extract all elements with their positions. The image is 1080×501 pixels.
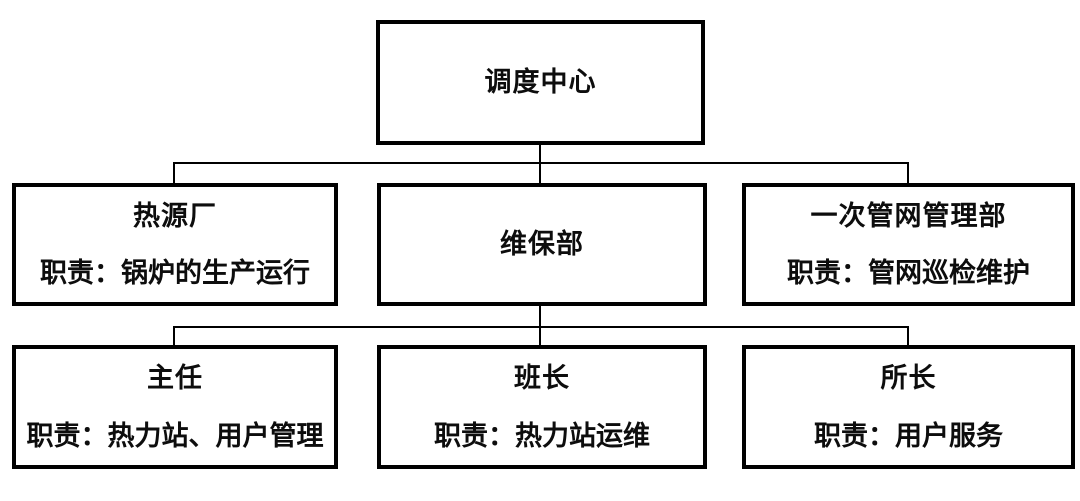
org-node-duty: 职责：管网巡检维护	[787, 258, 1030, 289]
connector-weibaobu-vertical	[539, 306, 541, 345]
org-node-dispatch-center: 调度中心	[376, 20, 705, 145]
org-node-primary-network-dept: 一次管网管理部 职责：管网巡检维护	[742, 183, 1075, 306]
connector-level2-horizontal	[173, 162, 909, 164]
connector-level3-horizontal	[173, 326, 909, 328]
org-node-director: 主任 职责：热力站、用户管理	[12, 345, 338, 469]
org-node-title: 维保部	[500, 228, 584, 259]
org-node-title: 所长	[880, 363, 937, 393]
org-node-title: 调度中心	[484, 66, 597, 97]
org-node-title: 一次管网管理部	[810, 201, 1007, 231]
org-node-heat-source-plant: 热源厂 职责：锅炉的生产运行	[12, 183, 338, 306]
org-node-title: 班长	[514, 363, 570, 393]
org-node-duty: 职责：热力站、用户管理	[26, 421, 324, 452]
connector-level2-left-drop	[173, 162, 175, 183]
org-node-station-chief: 所长 职责：用户服务	[742, 345, 1075, 469]
connector-root-vertical	[539, 145, 541, 183]
org-node-duty: 职责：用户服务	[814, 421, 1003, 452]
org-node-title: 热源厂	[133, 201, 217, 231]
org-node-maintenance-dept: 维保部	[377, 183, 707, 306]
connector-level3-left-drop	[173, 326, 175, 345]
connector-level3-right-drop	[907, 326, 909, 345]
org-node-duty: 职责：热力站运维	[434, 421, 650, 452]
org-node-team-leader: 班长 职责：热力站运维	[377, 345, 707, 469]
org-node-title: 主任	[147, 363, 203, 393]
connector-level2-right-drop	[907, 162, 909, 183]
org-node-duty: 职责：锅炉的生产运行	[40, 258, 310, 289]
